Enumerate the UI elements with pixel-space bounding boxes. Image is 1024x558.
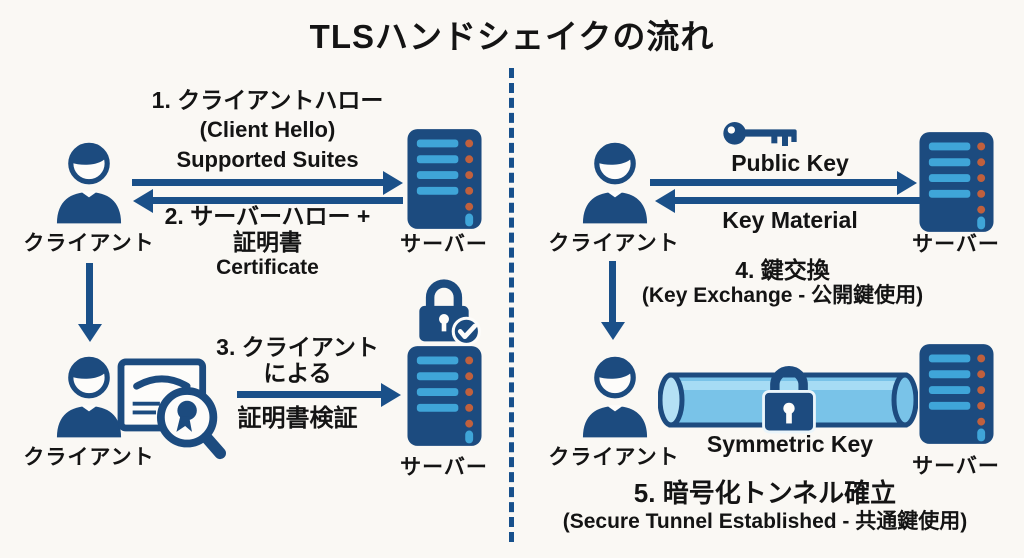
person-icon [576,350,654,438]
step4-line2: (Key Exchange - 公開鍵使用) [641,284,924,307]
server-hello-arrow [133,188,403,213]
client-flow-down-arrow [600,261,625,340]
step2-line2: 証明書 [233,229,302,255]
client-flow-down-arrow [77,263,102,342]
person-icon [50,136,128,224]
step3-text-block: 3. クライアント による [200,334,395,386]
public-key-label: Public Key [731,150,849,176]
step1-line3: Supported Suites [176,147,359,172]
step5-text-block: 5. 暗号化トンネル確立 (Secure Tunnel Established … [525,478,1005,535]
step1-line2: (Client Hello) [199,117,336,142]
key-icon [722,116,802,152]
step1-text-block: 1. クライアントハロー (Client Hello) Supported Su… [115,85,420,175]
server-rack-icon [918,130,995,234]
certificate-validation-arrow [237,382,401,407]
person-icon [576,136,654,224]
panel-divider-dashed-line [509,68,514,542]
step3-line2: による [263,360,332,386]
server-label: サーバー [912,455,1000,478]
client-label: クライアント [23,232,155,255]
key-material-label: Key Material [722,207,858,233]
padlock-icon [756,360,822,436]
page-title: TLSハンドシェイクの流れ [309,18,715,55]
step2-line1: 2. サーバーハロー + [164,203,371,229]
server-label: サーバー [400,456,488,479]
step5-line1: 5. 暗号化トンネル確立 [633,478,897,508]
key-material-arrow [655,188,920,213]
step1-line1: 1. クライアントハロー [151,87,384,113]
symmetric-key-label: Symmetric Key [706,431,874,457]
step2-text-block: 2. サーバーハロー + 証明書 Certificate [115,203,420,281]
verified-padlock-icon [407,271,481,347]
step2-line3: Certificate [216,256,319,279]
step4-line1: 4. 鍵交換 [735,257,830,283]
client-hello-arrow [132,170,403,195]
step3-line1: 3. クライアント [216,334,379,360]
server-rack-icon [406,127,483,231]
client-label: クライアント [23,446,155,469]
public-key-arrow [650,170,917,195]
server-label: サーバー [400,233,488,256]
step3-line3: 証明書検証 [237,405,358,432]
client-label: クライアント [548,446,680,469]
server-label: サーバー [912,233,1000,256]
server-rack-icon [918,342,995,446]
step4-text-block: 4. 鍵交換 (Key Exchange - 公開鍵使用) [600,257,965,309]
client-label: クライアント [548,232,680,255]
server-rack-icon [406,344,483,448]
certificate-magnifier-icon [116,357,231,462]
person-icon [50,350,128,438]
step5-line2: (Secure Tunnel Established - 共通鍵使用) [562,510,968,533]
